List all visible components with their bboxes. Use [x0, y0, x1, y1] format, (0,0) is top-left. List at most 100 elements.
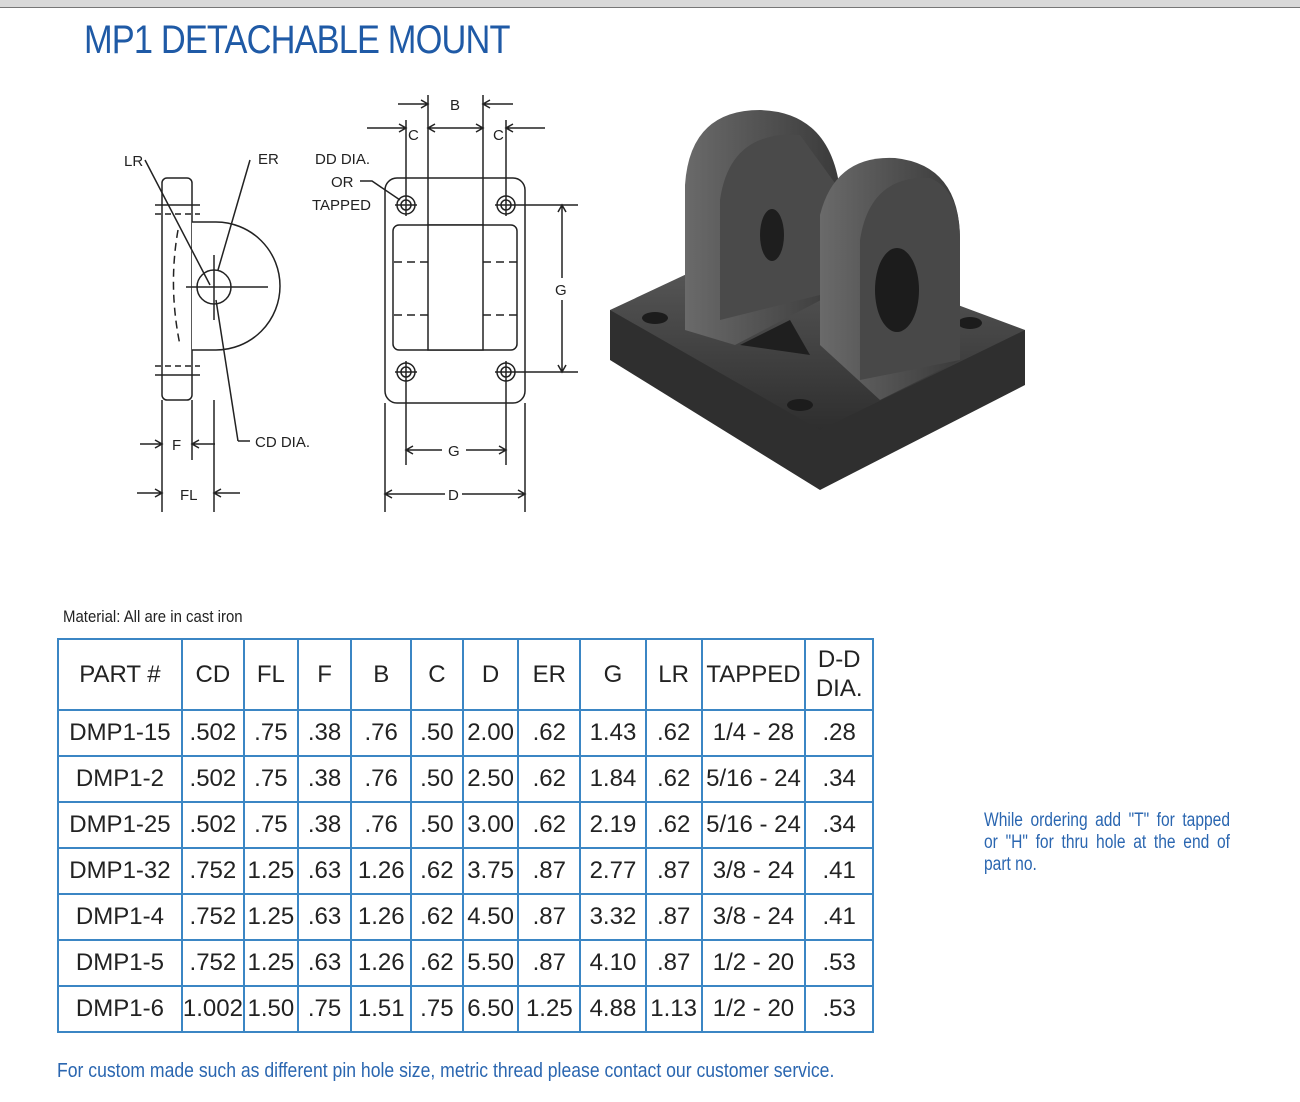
cell-lr: .87 — [644, 893, 703, 941]
cell-dd-dia: .41 — [804, 847, 874, 895]
cell-part: DMP1-2 — [57, 755, 183, 803]
cell-lr: .62 — [644, 801, 703, 849]
cell-lr: .87 — [644, 939, 703, 987]
label-c-left: C — [408, 127, 419, 144]
cell-cd: .752 — [180, 847, 245, 895]
cell-er: .62 — [517, 709, 582, 757]
header-b: B — [350, 638, 413, 711]
cell-lr: .87 — [644, 847, 703, 895]
cell-er: .87 — [517, 893, 582, 941]
cell-dd-dia: .53 — [804, 939, 874, 987]
cell-fl: .75 — [242, 801, 299, 849]
top-border-bar — [0, 0, 1300, 8]
label-or: OR — [331, 174, 354, 191]
technical-drawing: LR ER CD DIA. F FL B C C — [124, 95, 578, 512]
cell-g: 2.19 — [579, 801, 647, 849]
header-c: C — [410, 638, 464, 711]
header-g: G — [579, 638, 647, 711]
header-cd: CD — [180, 638, 245, 711]
cell-cd: .502 — [180, 755, 245, 803]
cell-d: 2.00 — [461, 709, 520, 757]
cell-f: .38 — [296, 755, 353, 803]
cell-g: 4.88 — [579, 985, 647, 1033]
cell-tapped: 5/16 - 24 — [700, 755, 807, 803]
cell-g: 1.43 — [579, 709, 647, 757]
cell-dd-dia: .53 — [804, 985, 874, 1033]
header-d: D — [461, 638, 520, 711]
cell-fl: 1.25 — [242, 893, 299, 941]
cell-er: .87 — [517, 939, 582, 987]
front-view — [384, 95, 578, 512]
cell-d: 5.50 — [461, 939, 520, 987]
cell-fl: 1.25 — [242, 939, 299, 987]
header-er: ER — [517, 638, 582, 711]
cell-tapped: 3/8 - 24 — [700, 893, 807, 941]
label-g-horizontal: G — [448, 443, 460, 460]
label-f: F — [172, 437, 181, 454]
cell-c: .62 — [410, 939, 464, 987]
label-c-right: C — [493, 127, 504, 144]
cell-c: .50 — [410, 709, 464, 757]
cell-g: 1.84 — [579, 755, 647, 803]
cell-b: .76 — [350, 709, 413, 757]
header-dd-line1: D-D — [817, 645, 861, 673]
product-photo — [610, 110, 1025, 490]
cell-er: .87 — [517, 847, 582, 895]
cell-b: 1.26 — [350, 893, 413, 941]
cell-cd: 1.002 — [180, 985, 245, 1033]
cell-lr: .62 — [644, 755, 703, 803]
cell-c: .62 — [410, 847, 464, 895]
cell-b: 1.51 — [350, 985, 413, 1033]
cell-tapped: 3/8 - 24 — [700, 847, 807, 895]
cell-tapped: 5/16 - 24 — [700, 801, 807, 849]
label-dd-dia: DD DIA. — [315, 151, 370, 168]
cell-lr: .62 — [644, 709, 703, 757]
cell-c: .50 — [410, 755, 464, 803]
cell-b: 1.26 — [350, 847, 413, 895]
cell-fl: .75 — [242, 709, 299, 757]
material-note: Material: All are in cast iron — [63, 607, 243, 626]
cell-dd-dia: .41 — [804, 893, 874, 941]
cell-c: .75 — [410, 985, 464, 1033]
cell-part: DMP1-6 — [57, 985, 183, 1033]
cell-dd-dia: .28 — [804, 709, 874, 757]
cell-fl: 1.50 — [242, 985, 299, 1033]
cell-c: .62 — [410, 893, 464, 941]
cell-er: .62 — [517, 801, 582, 849]
cell-d: 4.50 — [461, 893, 520, 941]
side-view — [144, 159, 281, 442]
cell-dd-dia: .34 — [804, 755, 874, 803]
header-part: PART # — [57, 638, 183, 711]
cell-d: 6.50 — [461, 985, 520, 1033]
cell-f: .75 — [296, 985, 353, 1033]
cell-part: DMP1-32 — [57, 847, 183, 895]
label-d: D — [448, 487, 459, 504]
cell-part: DMP1-5 — [57, 939, 183, 987]
cell-fl: 1.25 — [242, 847, 299, 895]
cell-d: 3.00 — [461, 801, 520, 849]
cell-part: DMP1-4 — [57, 893, 183, 941]
label-cd-dia: CD DIA. — [255, 434, 310, 451]
label-fl: FL — [180, 487, 198, 504]
label-er: ER — [258, 151, 279, 168]
cell-d: 2.50 — [461, 755, 520, 803]
cell-dd-dia: .34 — [804, 801, 874, 849]
custom-order-footer: For custom made such as different pin ho… — [57, 1060, 835, 1082]
header-f: F — [296, 638, 353, 711]
header-fl: FL — [242, 638, 299, 711]
label-tapped: TAPPED — [312, 197, 371, 214]
cell-cd: .502 — [180, 801, 245, 849]
cell-f: .38 — [296, 801, 353, 849]
cell-b: .76 — [350, 801, 413, 849]
cell-b: .76 — [350, 755, 413, 803]
cell-c: .50 — [410, 801, 464, 849]
